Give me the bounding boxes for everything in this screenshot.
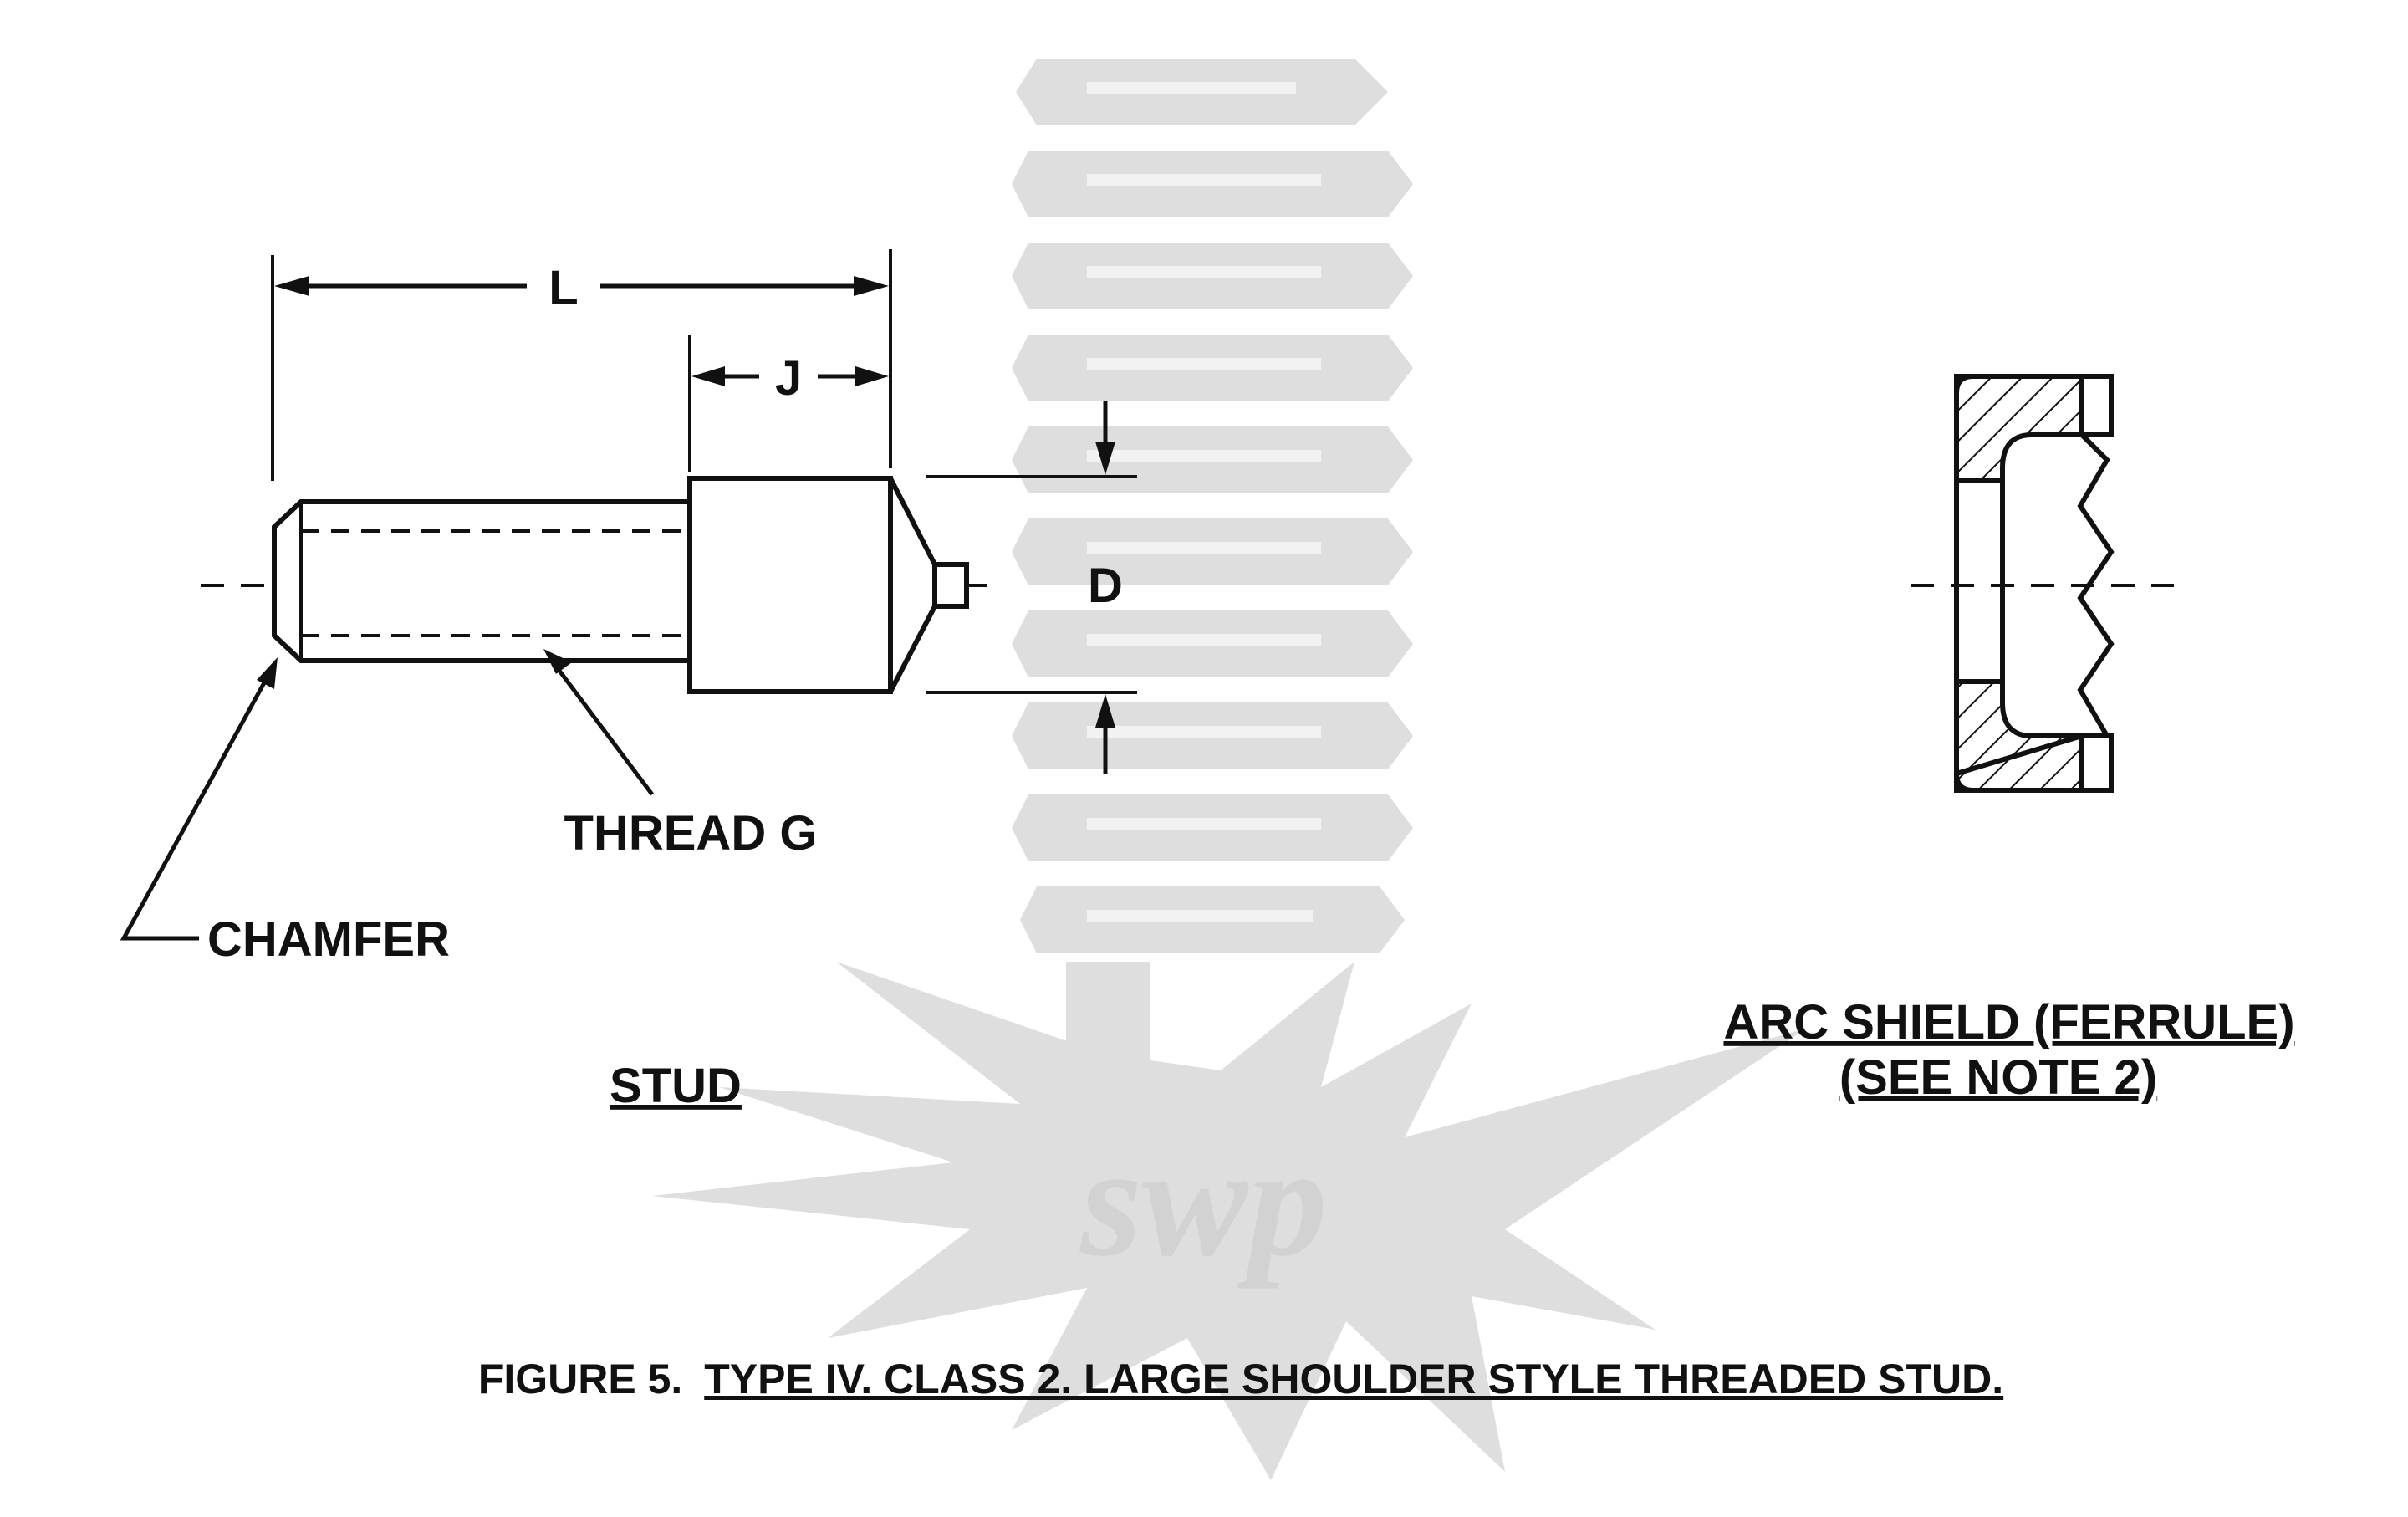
thread-leader-arrow — [543, 649, 572, 674]
ferrule-top-section — [1954, 374, 2084, 483]
watermark: swp — [652, 59, 1806, 1480]
stud-weld-tip — [932, 562, 969, 609]
dim-j-arrow-right — [855, 366, 889, 386]
chamfer-leader-arrow — [257, 657, 278, 689]
ferrule-note: (SEE NOTE 2) — [1839, 1050, 2157, 1105]
stud-weld-cone — [888, 477, 937, 693]
figure-caption: FIGURE 5. TYPE IV. CLASS 2. LARGE SHOULD… — [478, 1356, 2003, 1402]
dim-d-label: D — [1088, 559, 1123, 613]
figure-caption-prefix: FIGURE 5. — [478, 1356, 682, 1402]
ferrule-outer-wall — [1953, 374, 2114, 793]
dim-j-label: J — [775, 351, 802, 406]
thread-leader — [550, 659, 654, 796]
ferrule-title: ARC SHIELD (FERRULE) — [1723, 995, 2294, 1050]
dim-j-arrow-left — [691, 366, 725, 386]
ferrule-drawing — [1953, 374, 2115, 793]
stud-shoulder — [687, 476, 893, 694]
dim-d-arrow-bottom — [1095, 694, 1115, 728]
ferrule-serrations — [2077, 432, 2115, 738]
chamfer-label: CHAMFER — [207, 912, 450, 967]
figure-caption-title: TYPE IV. CLASS 2. LARGE SHOULDER STYLE T… — [704, 1356, 2003, 1402]
ferrule-bottom-section — [1954, 679, 2084, 793]
dim-l-arrow-right — [854, 276, 889, 296]
watermark-logo: swp — [1079, 1114, 1328, 1290]
stud-title: STUD — [610, 1059, 742, 1113]
dim-d-arrow-top — [1095, 442, 1115, 475]
dim-l-label: L — [548, 261, 578, 315]
thread-label: THREAD G — [564, 806, 818, 861]
watermark-stud-shank — [1066, 962, 1150, 1162]
watermark-thread-highlights — [1087, 82, 1321, 922]
arrowheads — [257, 276, 1115, 728]
watermark-starburst — [652, 962, 1806, 1480]
chamfer-leader — [120, 667, 274, 941]
dim-l-arrow-left — [274, 276, 309, 296]
stud-drawing — [120, 249, 1137, 941]
